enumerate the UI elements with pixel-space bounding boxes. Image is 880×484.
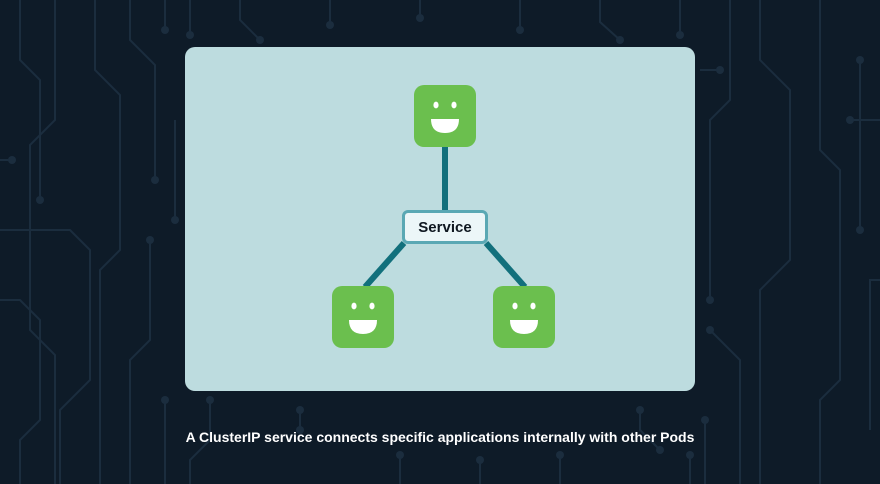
clusterip-diagram [332,85,555,348]
pod-bottom-right [493,286,555,348]
service-label: Service [418,218,472,236]
connector-right [483,241,528,289]
smiley-pod-icon [414,85,476,147]
diagram-panel: Service [185,47,695,391]
pod-top [414,85,476,147]
caption: A ClusterIP service connects specific ap… [185,429,695,445]
smiley-pod-icon [493,286,555,348]
service-box: Service [402,210,488,244]
smiley-pod-icon [332,286,394,348]
pod-bottom-left [332,286,394,348]
connector-left [362,241,407,289]
